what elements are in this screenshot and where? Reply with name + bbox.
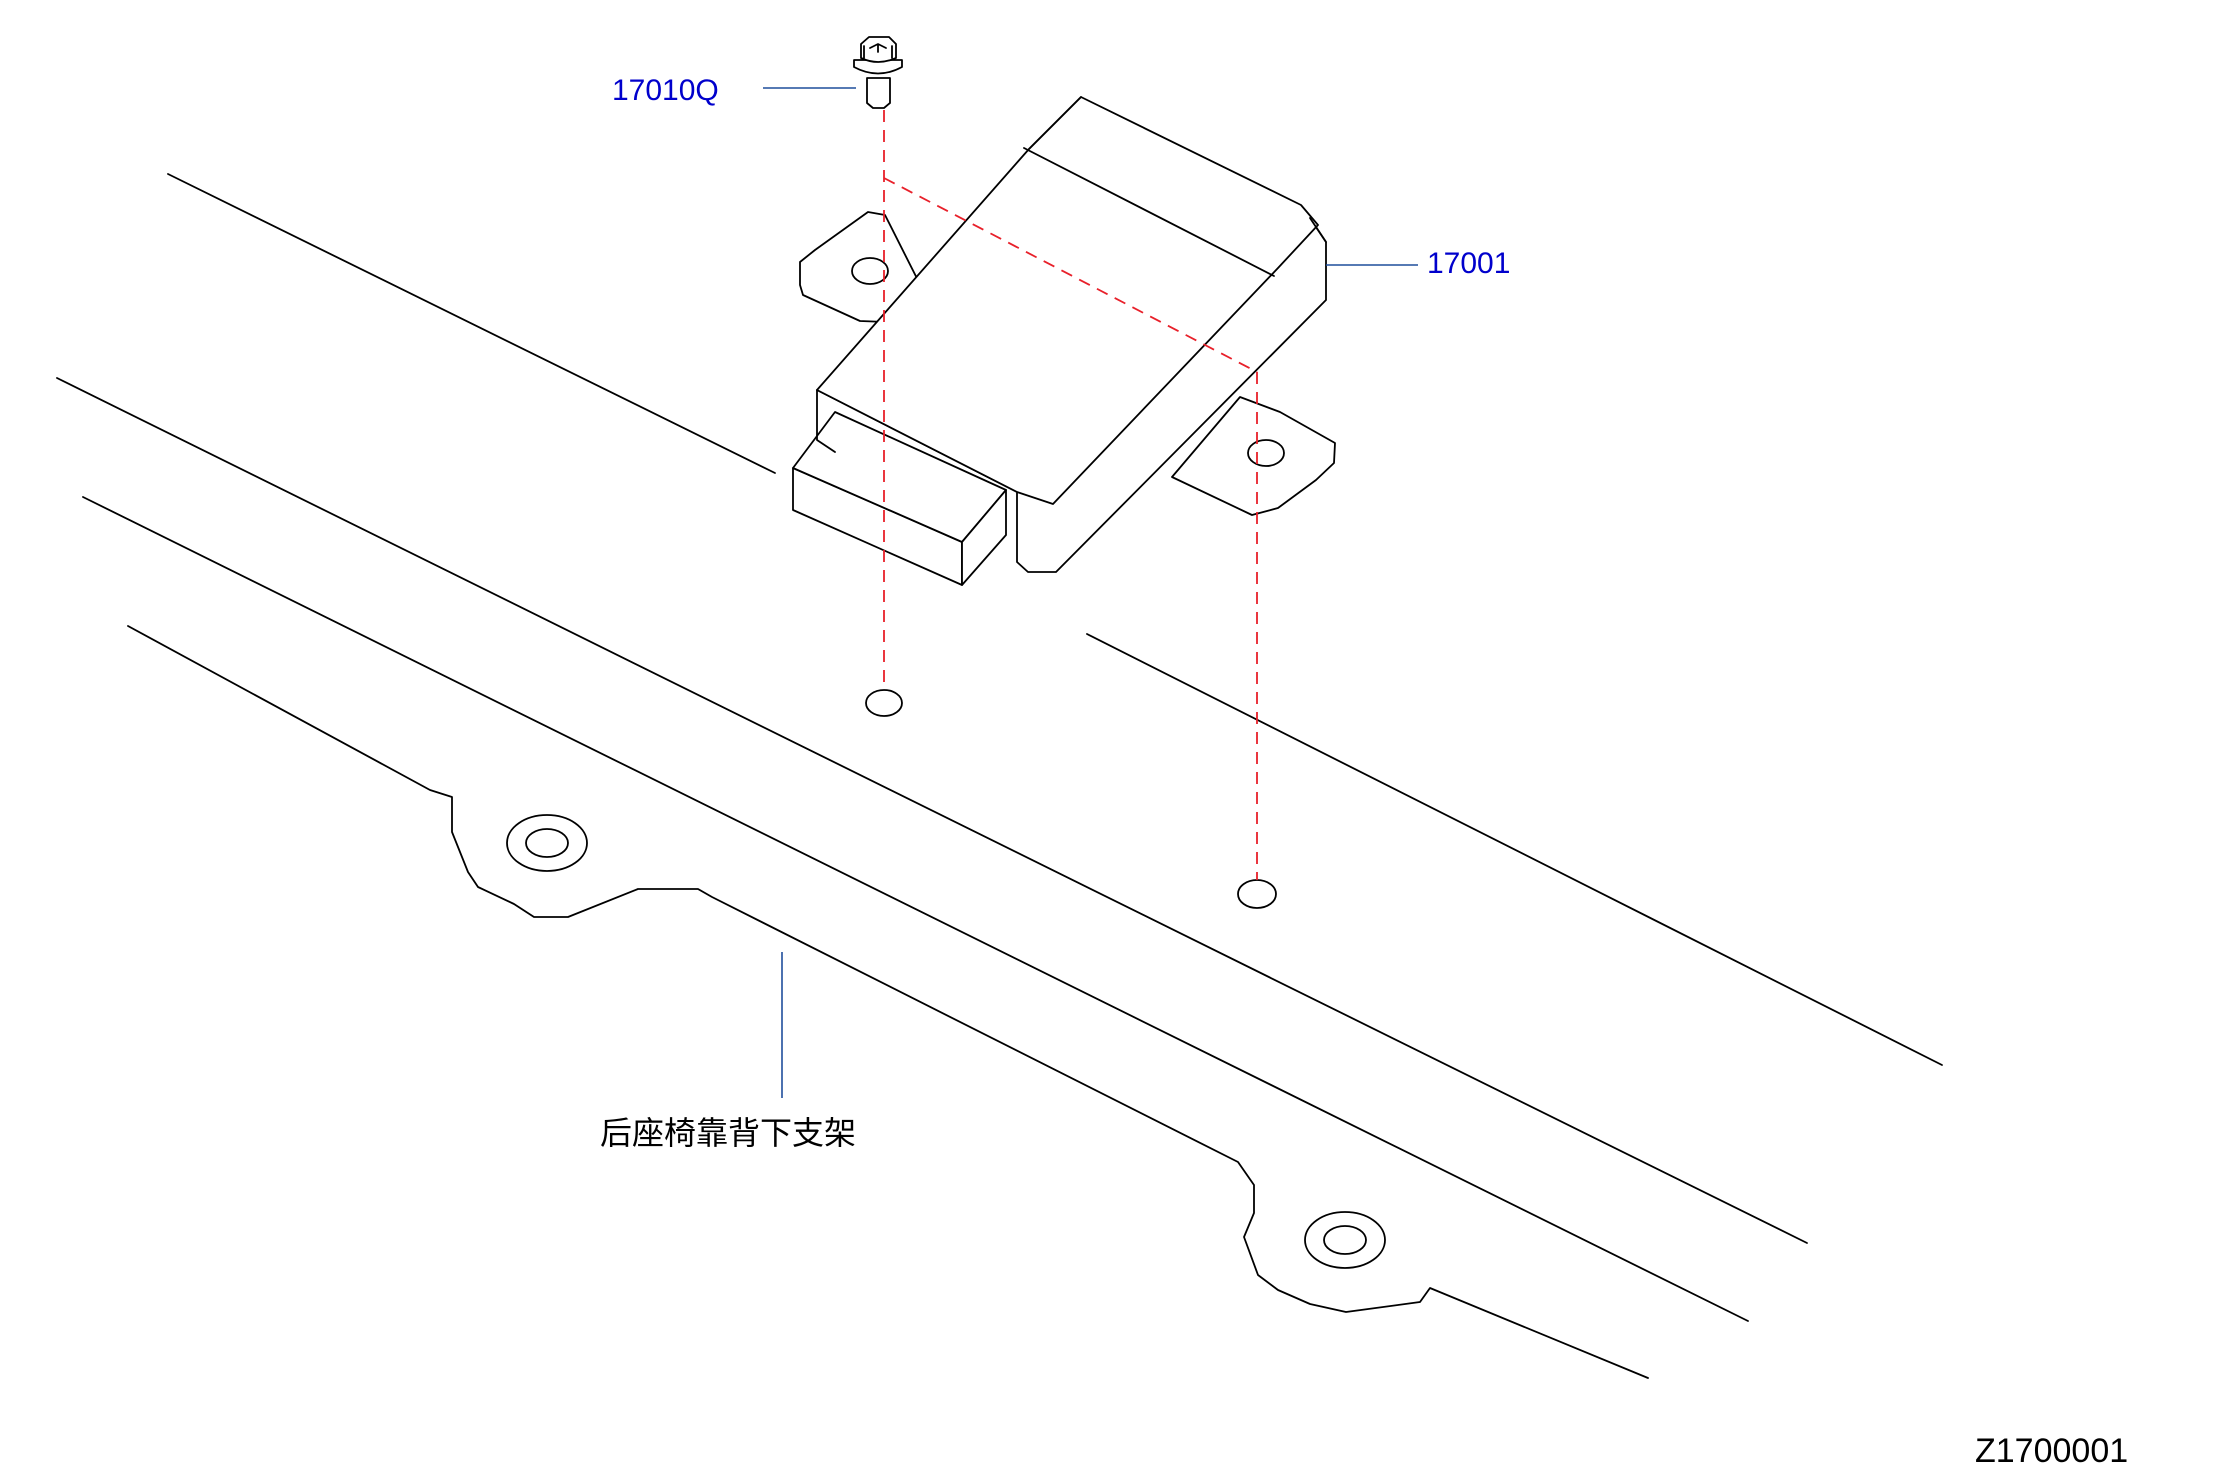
rail-middle-1 — [56, 377, 1808, 1244]
module-tab-left-hole — [851, 257, 889, 285]
rail-lower-flange — [127, 625, 1649, 1379]
bracket-mount-hole-2 — [1304, 1211, 1386, 1269]
callout-bolt: 17010Q — [612, 74, 719, 107]
bolt-flange — [853, 59, 903, 75]
module-right-edge — [1309, 217, 1327, 243]
diagram-code: Z1700001 — [1975, 1432, 2128, 1470]
bolt-shank — [866, 77, 891, 109]
callout-module: 17001 — [1427, 247, 1510, 280]
module-mount-hole-left — [865, 689, 903, 717]
rail-upper-right — [1086, 633, 1943, 1066]
module-rear-edge — [1028, 96, 1082, 150]
control-module — [792, 96, 1336, 586]
module-connector-base — [816, 389, 836, 453]
bolt — [853, 36, 903, 109]
bracket-mount-hole-1 — [506, 814, 588, 872]
hidden-lines — [883, 110, 1258, 880]
module-mount-hole-right — [1237, 879, 1277, 909]
module-top-ridge — [1023, 147, 1275, 277]
bracket-label: 后座椅靠背下支架 — [600, 1114, 856, 1152]
rail-middle-2 — [82, 496, 1749, 1322]
module-tab-right-hole — [1247, 439, 1285, 467]
bolt-head-facets — [863, 43, 893, 59]
module-tab-right — [1171, 396, 1336, 516]
rail-upper-left — [167, 173, 776, 474]
module-mount-diagonal — [883, 177, 1258, 373]
module-connector-side — [961, 489, 1007, 586]
